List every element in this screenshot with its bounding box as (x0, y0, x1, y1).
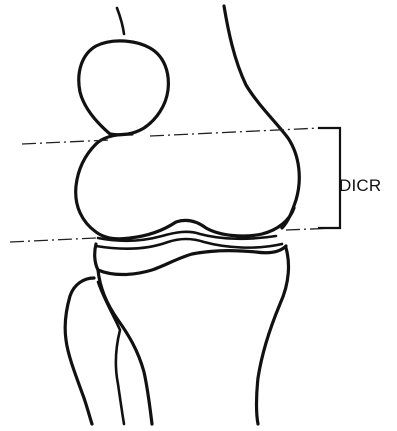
femur-shaft-right-edge (224, 6, 299, 228)
measurement-bracket (318, 128, 340, 228)
tibia-left-edge (98, 270, 152, 424)
dicr-label: DICR (339, 176, 381, 196)
tibia-right-edge (257, 248, 289, 424)
fibula-head (65, 278, 94, 424)
reference-line-upper (22, 128, 320, 144)
patella (79, 41, 169, 135)
femoral-condyles (76, 134, 294, 239)
fibula-inner-edge (98, 282, 124, 424)
femur-shaft-left-edge (117, 8, 124, 34)
